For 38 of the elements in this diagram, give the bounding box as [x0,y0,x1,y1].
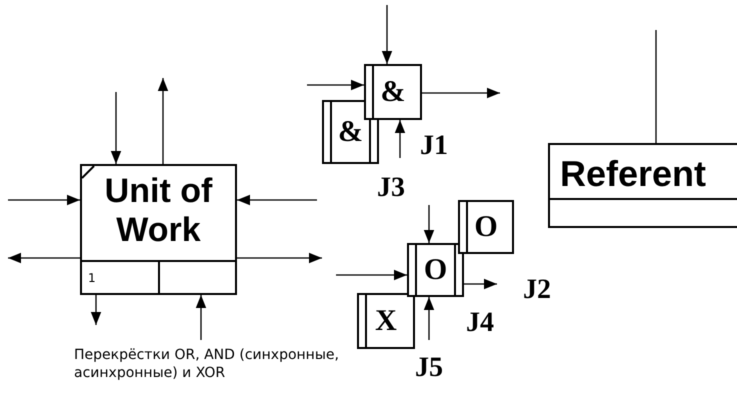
connector-line [655,30,657,143]
activity-number: 1 [88,271,96,285]
arrow [8,252,80,264]
junction-box [458,200,514,254]
arrow [382,5,392,64]
caption: Перекрёстки OR, AND (синхронные, асинхронные) и XOR [74,346,340,382]
junction-box [407,243,464,297]
junction-label: J3 [377,172,405,204]
junction-label: J5 [415,352,443,384]
junction-symbol: X [375,304,397,338]
activity-name: Unit of Work [104,172,212,250]
activity-box [80,164,237,295]
arrow [424,297,434,340]
junction-label: J2 [523,274,551,306]
arrow [424,205,434,243]
arrow [237,194,317,206]
arrow [394,120,406,158]
arrow [110,92,122,164]
junction-symbol: O [424,253,448,287]
junction-label: J4 [466,307,494,339]
arrow [196,295,206,340]
junction-symbol: & [338,115,363,149]
arrow [336,270,407,280]
referent-name: Referent [560,153,706,195]
arrow [464,278,497,290]
arrow [422,88,500,98]
junction-label: J1 [420,130,448,162]
junction-box [364,64,422,120]
referent-box [548,143,737,228]
junction-box [357,293,415,349]
arrow [307,80,364,90]
arrow [8,194,80,206]
junction-symbol: O [474,210,498,244]
arrow [158,78,168,164]
junction-box [322,100,379,164]
arrow [237,252,322,264]
junction-symbol: & [380,75,406,109]
arrow [90,295,102,325]
